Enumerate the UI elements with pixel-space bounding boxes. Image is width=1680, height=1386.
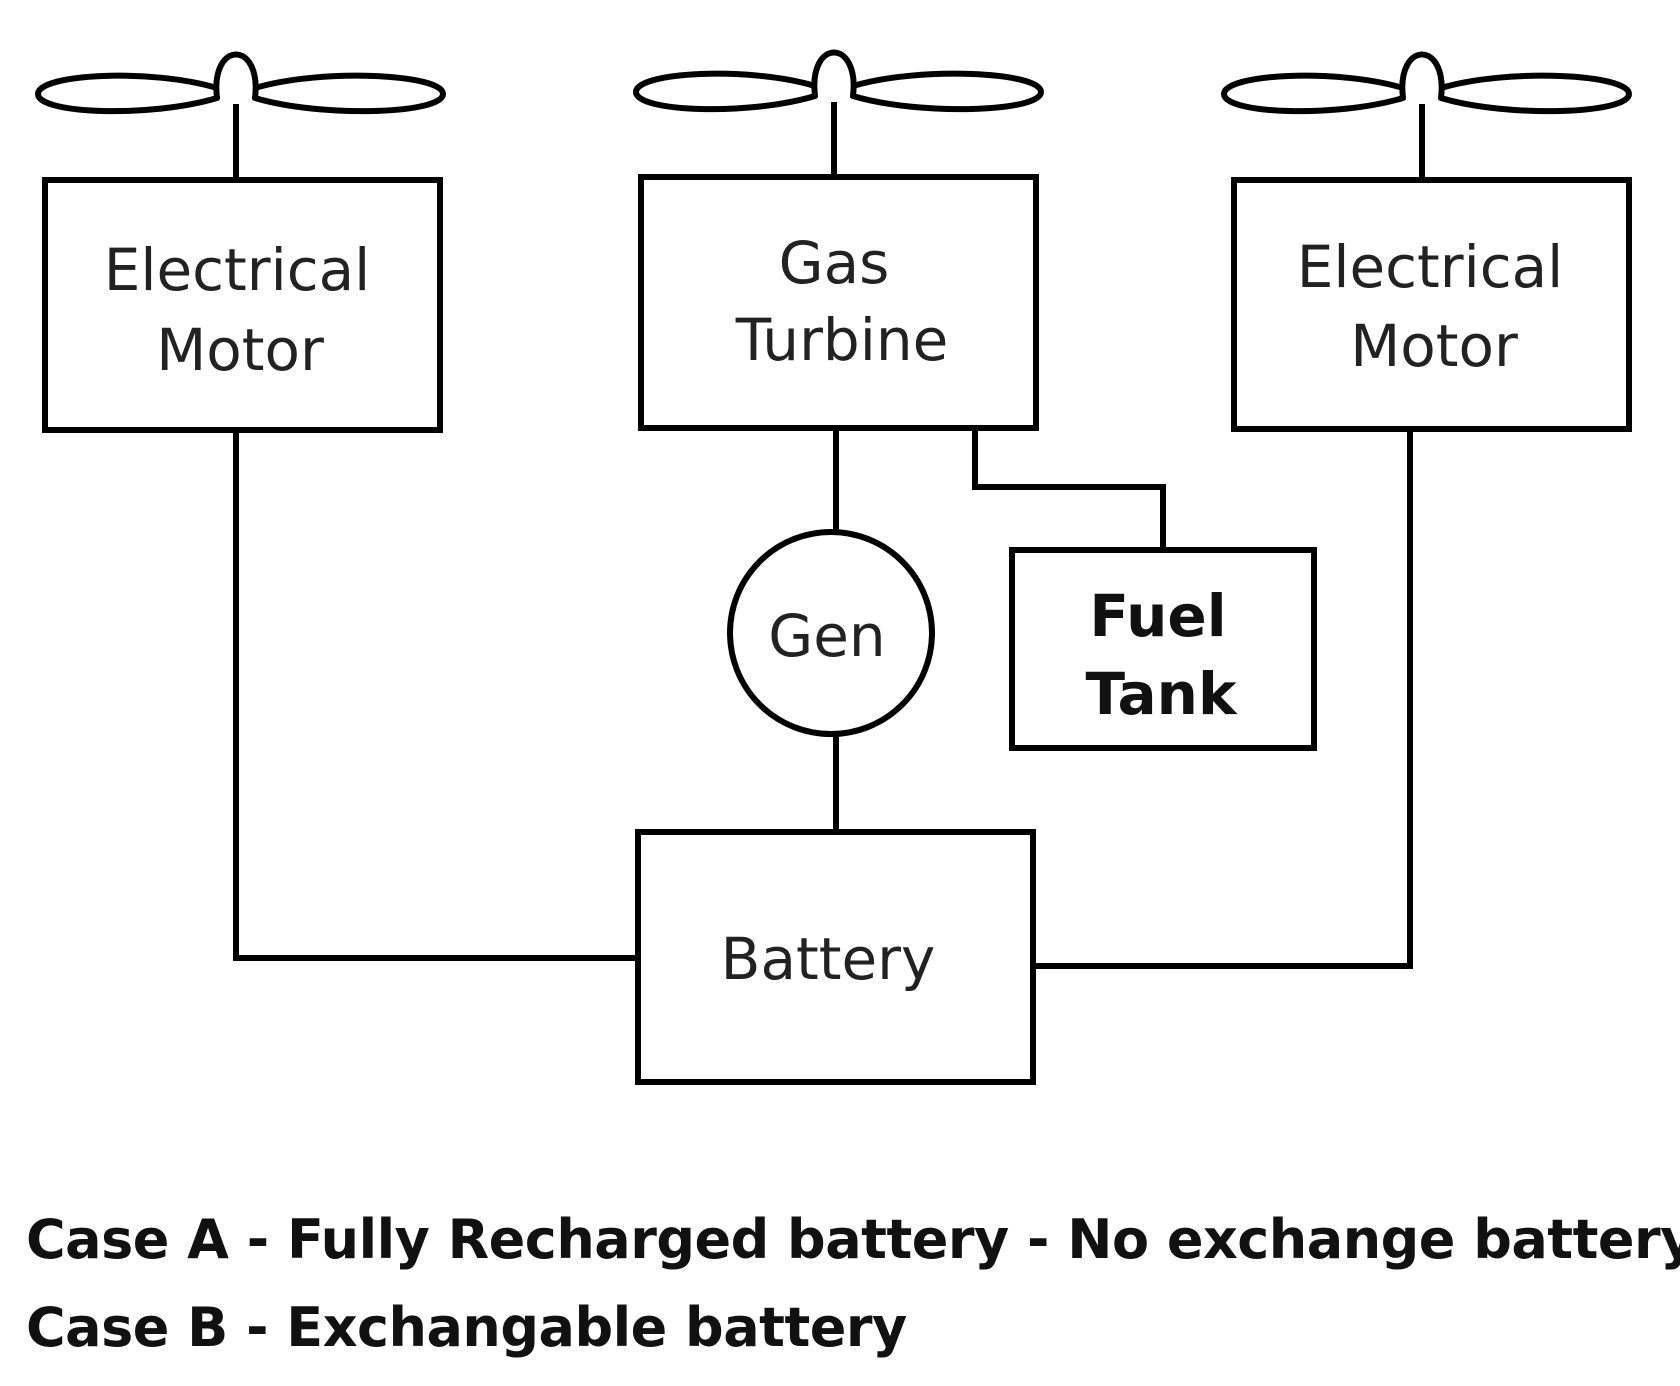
propeller-center-icon	[633, 49, 1044, 177]
svg-text:Motor: Motor	[1350, 312, 1518, 380]
svg-text:Turbine: Turbine	[735, 306, 949, 374]
wire-turbine-fueltank	[972, 430, 1166, 550]
electrical-motor-left: Electrical Motor	[42, 177, 443, 433]
fuel-tank: Fuel Tank	[1009, 547, 1317, 751]
battery: Battery	[635, 829, 1036, 1085]
caption-case-b: Case B - Exchangable battery	[26, 1296, 907, 1359]
svg-text:Electrical: Electrical	[104, 236, 371, 304]
svg-text:Fuel: Fuel	[1089, 582, 1226, 650]
propeller-right-icon	[1221, 51, 1632, 180]
svg-text:Motor: Motor	[156, 316, 324, 384]
wire-right-motor-battery	[1033, 430, 1413, 969]
electrical-motor-right: Electrical Motor	[1231, 177, 1632, 432]
svg-text:Electrical: Electrical	[1297, 233, 1564, 301]
wire-left-motor-battery	[233, 432, 635, 961]
propeller-left-icon	[35, 51, 446, 180]
svg-text:Battery: Battery	[721, 925, 936, 993]
svg-text:Gas: Gas	[779, 229, 890, 297]
gas-turbine: Gas Turbine	[638, 174, 1039, 431]
svg-text:Tank: Tank	[1085, 660, 1238, 728]
svg-text:Gen: Gen	[768, 602, 885, 670]
caption-case-a: Case A - Fully Recharged battery - No ex…	[26, 1208, 1680, 1271]
generator: Gen	[727, 529, 935, 737]
